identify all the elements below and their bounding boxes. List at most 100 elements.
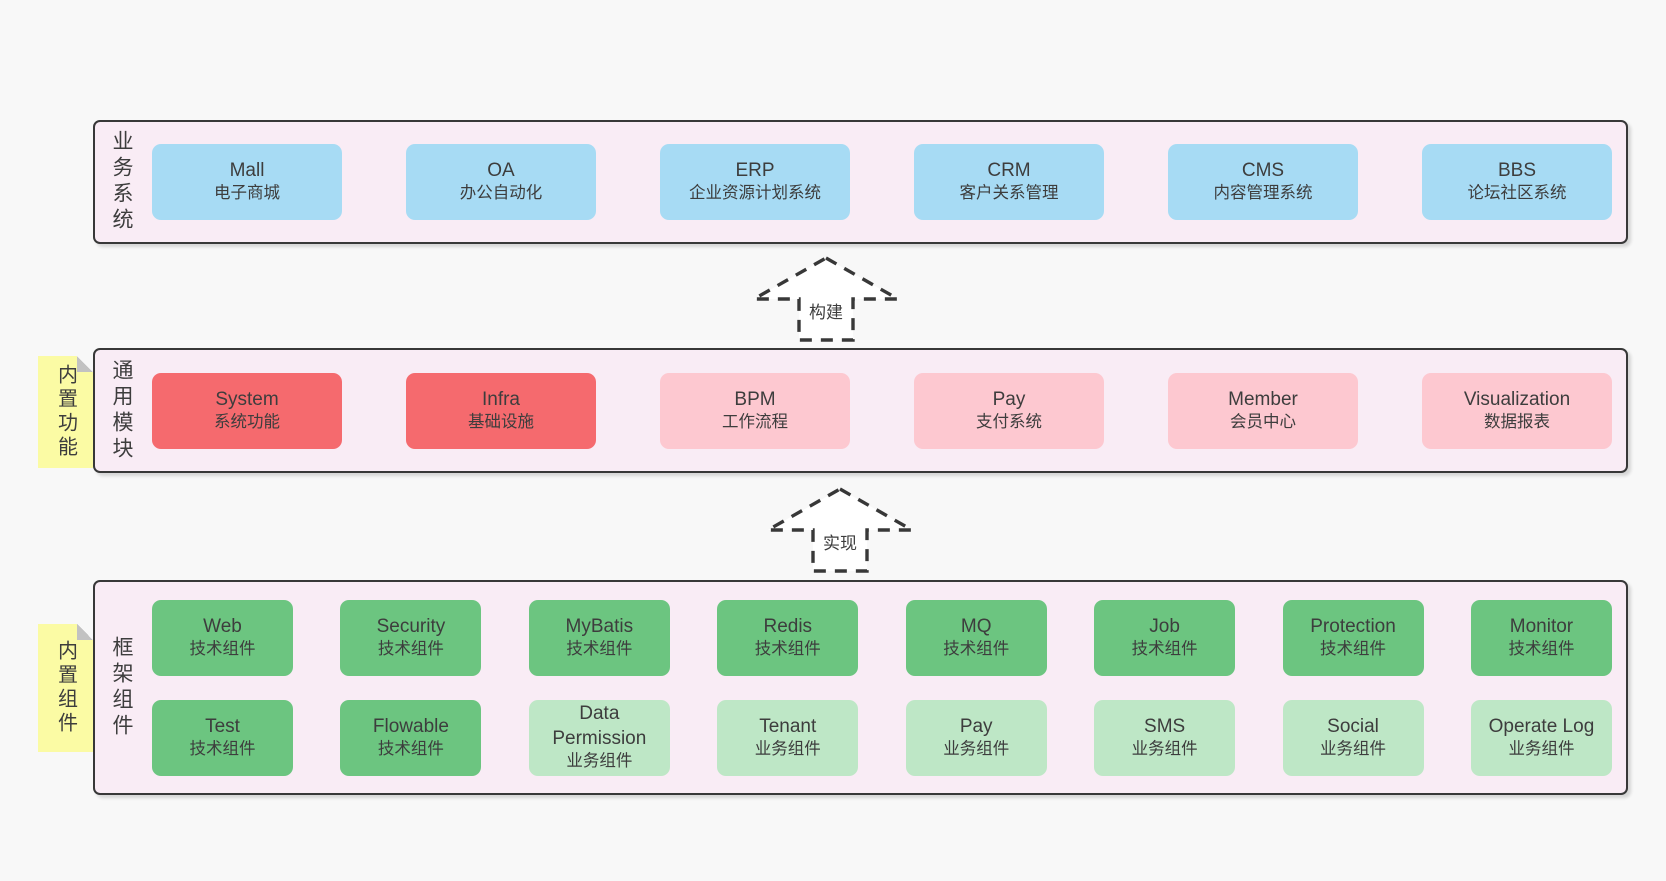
- box-title: Flowable: [372, 715, 449, 737]
- box-job: Job 技术组件: [1094, 599, 1236, 676]
- box-social: Social 业务组件: [1282, 699, 1424, 776]
- box-title: ERP: [735, 160, 775, 182]
- layer-title: 框架组件: [110, 635, 133, 740]
- box-title: CRM: [987, 160, 1031, 182]
- layer-content: Web 技术组件 Security 技术组件 MyBatis 技术组件 Redi…: [132, 599, 1626, 776]
- box-mq: MQ 技术组件: [905, 599, 1047, 676]
- box-title: OA: [487, 160, 515, 182]
- sticky-label: 内置组件: [54, 640, 77, 736]
- box-subtitle: 技术组件: [377, 639, 444, 658]
- box-title: Operate Log: [1488, 715, 1595, 737]
- common-modules-layer: 通用模块 System 系统功能 Infra 基础设施 BPM 工作流程 Pay…: [93, 348, 1628, 473]
- box-title: System: [215, 388, 279, 410]
- box-title: SMS: [1144, 715, 1186, 737]
- box-test: Test 技术组件: [152, 699, 293, 776]
- box-subtitle: 电子商城: [214, 184, 280, 203]
- arrow-label: 构建: [809, 303, 843, 322]
- box-title: CMS: [1241, 160, 1285, 182]
- box-subtitle: 会员中心: [1230, 412, 1296, 431]
- box-subtitle: 业务组件: [754, 739, 821, 758]
- box-crm: CRM 客户关系管理: [914, 144, 1104, 220]
- box-visualization: Visualization 数据报表: [1422, 372, 1612, 449]
- built-in-components-sticky: 内置组件: [38, 624, 93, 752]
- sticky-fold-corner: [77, 356, 93, 372]
- box-protection: Protection 技术组件: [1282, 599, 1424, 676]
- box-pay-module: Pay 支付系统: [914, 372, 1104, 449]
- arrow-shape: [761, 487, 919, 573]
- box-flowable: Flowable 技术组件: [340, 699, 482, 776]
- layer-content: Mall 电子商城 OA 办公自动化 ERP 企业资源计划系统 CRM 客户关系…: [132, 144, 1626, 220]
- box-system: System 系统功能: [152, 372, 342, 449]
- layer-title: 通用模块: [110, 358, 133, 463]
- box-title: Monitor: [1509, 615, 1574, 637]
- box-sms: SMS 业务组件: [1094, 699, 1236, 776]
- box-title: Tenant: [759, 715, 817, 737]
- box-subtitle: 技术组件: [566, 639, 633, 658]
- box-title: Protection: [1310, 615, 1396, 637]
- box-monitor: Monitor 技术组件: [1470, 599, 1612, 676]
- box-subtitle: 基础设施: [468, 412, 534, 431]
- box-subtitle: 工作流程: [722, 412, 788, 431]
- box-title: Social: [1327, 715, 1379, 737]
- arrow-shape: [747, 256, 905, 342]
- box-subtitle: 数据报表: [1484, 412, 1550, 431]
- box-subtitle: 业务组件: [566, 752, 633, 771]
- framework-components-layer: 框架组件 Web 技术组件 Security 技术组件 MyBatis 技术组件…: [93, 580, 1628, 795]
- sticky-fold-corner: [77, 624, 93, 640]
- box-subtitle: 技术组件: [943, 639, 1010, 658]
- box-subtitle: 技术组件: [754, 639, 821, 658]
- box-member: Member 会员中心: [1168, 372, 1358, 449]
- layer-title: 业务系统: [110, 130, 133, 234]
- box-mybatis: MyBatis 技术组件: [528, 599, 670, 676]
- box-subtitle: 企业资源计划系统: [689, 184, 821, 203]
- box-title: Pay: [959, 715, 993, 737]
- box-title: Security: [376, 615, 446, 637]
- box-title: MQ: [960, 615, 992, 637]
- box-subtitle: 内容管理系统: [1213, 184, 1313, 203]
- box-title: Mall: [229, 160, 265, 182]
- box-subtitle: 支付系统: [976, 412, 1042, 431]
- box-title: Data Permission: [552, 703, 647, 749]
- box-subtitle: 论坛社区系统: [1467, 184, 1567, 203]
- box-infra: Infra 基础设施: [406, 372, 596, 449]
- box-title: Infra: [481, 388, 521, 410]
- box-data-permission: Data Permission 业务组件: [528, 699, 670, 776]
- box-subtitle: 技术组件: [189, 639, 256, 658]
- box-title: Pay: [992, 388, 1026, 410]
- sticky-label: 内置功能: [54, 364, 77, 460]
- box-title: Web: [203, 615, 242, 637]
- layer-content: System 系统功能 Infra 基础设施 BPM 工作流程 Pay 支付系统…: [132, 372, 1626, 449]
- build-arrow: 构建: [747, 255, 905, 343]
- box-subtitle: 技术组件: [1320, 639, 1387, 658]
- box-title: Redis: [763, 615, 813, 637]
- box-title: Visualization: [1463, 388, 1571, 410]
- box-cms: CMS 内容管理系统: [1168, 144, 1358, 220]
- box-title: BPM: [734, 388, 776, 410]
- box-subtitle: 客户关系管理: [959, 184, 1059, 203]
- box-title: Member: [1228, 388, 1298, 410]
- box-subtitle: 业务组件: [1508, 739, 1575, 758]
- built-in-features-sticky: 内置功能: [38, 356, 93, 468]
- box-subtitle: 技术组件: [377, 739, 444, 758]
- box-tenant: Tenant 业务组件: [717, 699, 859, 776]
- box-subtitle: 系统功能: [214, 412, 280, 431]
- box-subtitle: 技术组件: [189, 739, 256, 758]
- box-web: Web 技术组件: [152, 599, 293, 676]
- box-subtitle: 技术组件: [1131, 639, 1198, 658]
- box-bbs: BBS 论坛社区系统: [1422, 144, 1612, 220]
- box-security: Security 技术组件: [340, 599, 482, 676]
- box-title: Job: [1149, 615, 1180, 637]
- box-title: Test: [205, 715, 240, 737]
- box-subtitle: 业务组件: [943, 739, 1010, 758]
- box-mall: Mall 电子商城: [152, 144, 342, 220]
- box-subtitle: 业务组件: [1131, 739, 1198, 758]
- box-oa: OA 办公自动化: [406, 144, 596, 220]
- box-subtitle: 业务组件: [1320, 739, 1387, 758]
- box-operate-log: Operate Log 业务组件: [1470, 699, 1612, 776]
- box-erp: ERP 企业资源计划系统: [660, 144, 850, 220]
- arrow-label: 实现: [823, 534, 857, 553]
- box-subtitle: 技术组件: [1508, 639, 1575, 658]
- box-title: BBS: [1497, 160, 1537, 182]
- business-systems-layer: 业务系统 Mall 电子商城 OA 办公自动化 ERP 企业资源计划系统 CRM…: [93, 120, 1628, 244]
